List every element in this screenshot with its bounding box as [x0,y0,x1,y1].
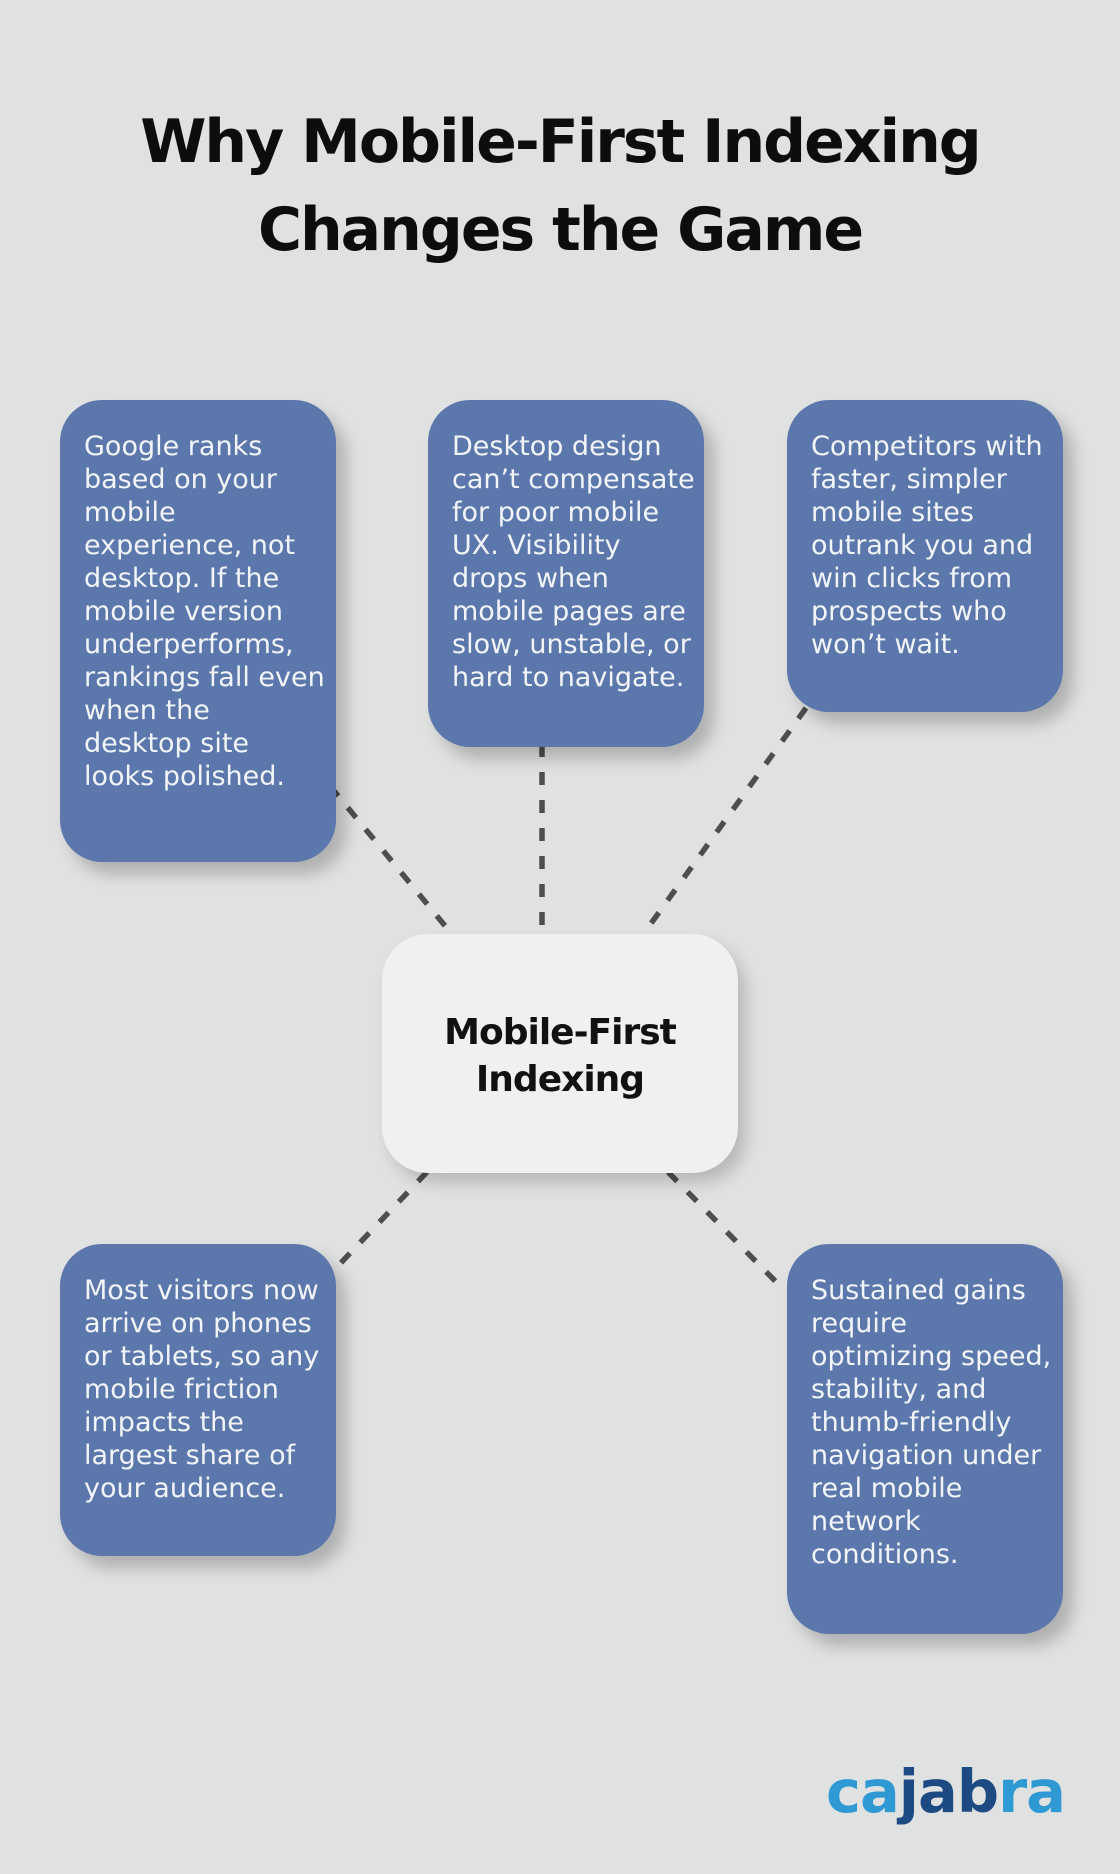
reason-text-competitors: Competitors with faster, simpler mobile … [811,431,1043,660]
page-title: Why Mobile-First Indexing Changes the Ga… [140,107,982,265]
reason-node-desktop-design: Desktop design can’t compensate for poor… [428,400,704,747]
cajabra-logo: cajabra [826,1757,1066,1826]
cajabra-logo-segment-1: ca [826,1757,900,1826]
cajabra-logo-segment-3: ra [998,1757,1066,1826]
reason-text-desktop-design: Desktop design can’t compensate for poor… [452,431,695,693]
connector-sustained-gains [666,1170,786,1292]
reason-node-google-ranking: Google ranks based on your mobile experi… [60,400,336,862]
reason-node-competitors: Competitors with faster, simpler mobile … [787,400,1063,712]
reason-node-visitor-share: Most visitors now arrive on phones or ta… [60,1244,336,1556]
reason-text-google-ranking: Google ranks based on your mobile experi… [84,431,325,792]
cajabra-logo-segment-2: jab [898,1757,999,1826]
reason-text-sustained-gains: Sustained gains require optimizing speed… [811,1275,1052,1570]
reason-text-visitor-share: Most visitors now arrive on phones or ta… [84,1275,320,1504]
connector-google-ranking [327,784,458,940]
central-topic-label: Mobile-First Indexing [444,1011,677,1100]
connector-visitor-share [334,1170,429,1270]
central-topic-node: Mobile-First Indexing [382,934,738,1173]
reason-node-sustained-gains: Sustained gains require optimizing speed… [787,1244,1063,1634]
connector-competitors [639,706,809,938]
